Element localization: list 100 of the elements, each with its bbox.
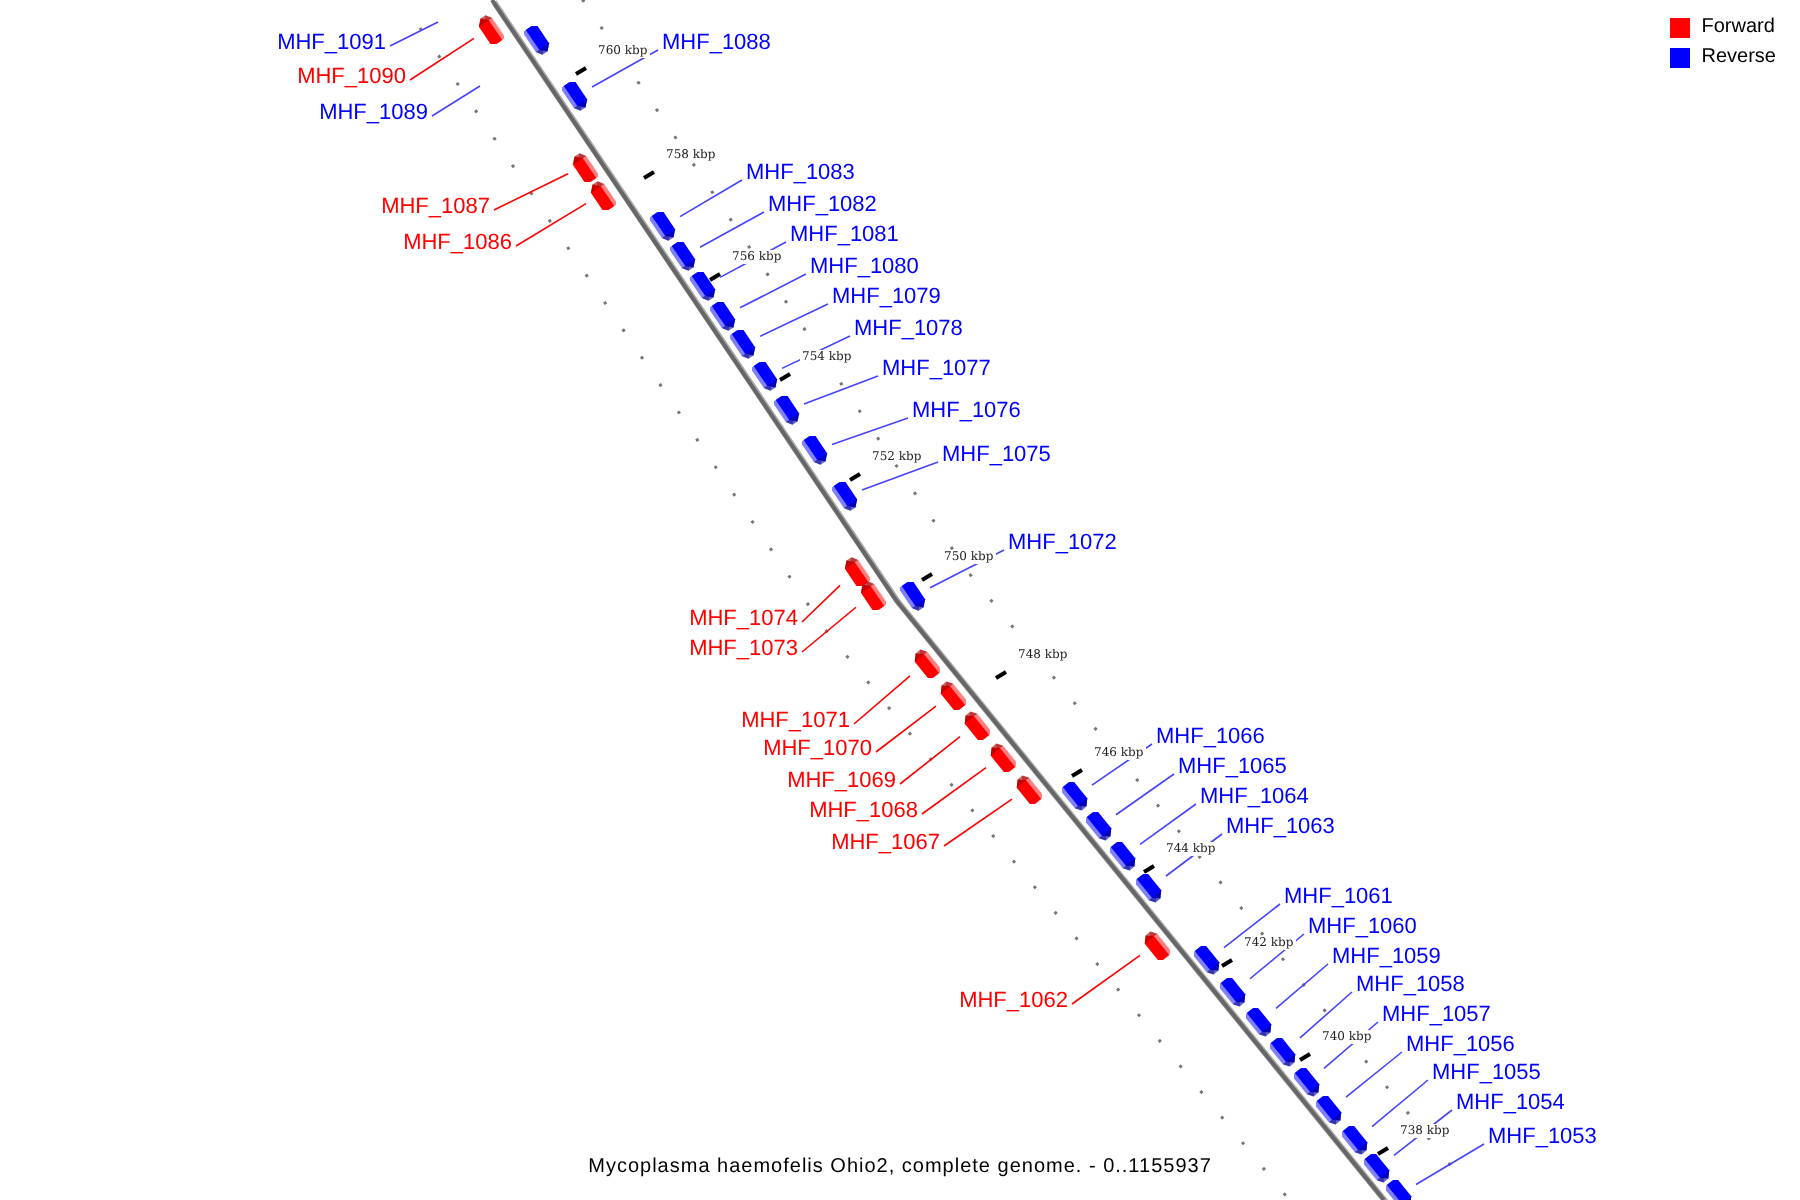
leader-line [409,37,475,81]
gene-block [476,13,504,43]
gene-block [1194,945,1222,975]
gene-label: MHF_1070 [763,737,872,763]
gene-label: MHF_1062 [959,989,1068,1015]
leader-line [853,675,911,725]
gene-block [988,741,1016,771]
leader-line [699,211,765,248]
gene-label: MHF_1074 [689,607,798,633]
gene-label: MHF_1078 [854,317,963,343]
gene-block [1086,811,1114,841]
gene-block [802,435,830,465]
leader-line [759,303,829,338]
gene-label: MHF_1088 [662,31,771,57]
gene-label: MHF_1083 [746,161,855,187]
gene-block [1014,773,1042,803]
leader-line [875,705,937,753]
gene-label: MHF_1076 [912,399,1021,425]
gene-label: MHF_1072 [1008,531,1117,557]
leader-line [1223,903,1281,949]
gene-label: MHF_1057 [1382,1003,1491,1029]
gene-block [730,329,758,359]
gene-block [1316,1095,1344,1125]
gene-label: MHF_1090 [297,65,406,91]
gene-label: MHF_1054 [1456,1091,1565,1117]
leader-line [1415,1143,1485,1186]
leader-line [1071,954,1141,1005]
gene-label: MHF_1055 [1432,1061,1541,1087]
leader-line [389,21,439,47]
gene-label: MHF_1091 [277,31,386,57]
leader-line [921,766,987,815]
gene-label: MHF_1064 [1200,785,1309,811]
gene-block [1270,1037,1298,1067]
gene-block [562,81,590,111]
gene-label: MHF_1053 [1488,1125,1597,1151]
gene-label: MHF_1060 [1308,915,1417,941]
gene-label: MHF_1075 [942,443,1051,469]
gene-block [650,211,678,241]
leader-line [1299,991,1353,1039]
gene-block [1246,1007,1274,1037]
leader-line [1371,1079,1429,1128]
gene-block [588,179,616,209]
gene-label: MHF_1061 [1284,885,1393,911]
gene-label: MHF_1068 [809,799,918,825]
gene-label: MHF_1080 [810,255,919,281]
legend-label: Forward [1701,16,1775,40]
gene-label: MHF_1082 [768,193,877,219]
gene-label: MHF_1069 [787,769,896,795]
gene-label: MHF_1058 [1356,973,1465,999]
gene-block [1142,929,1170,959]
gene-label: MHF_1071 [741,709,850,735]
gene-block [1220,977,1248,1007]
gene-block [1364,1153,1392,1183]
gene-label: MHF_1073 [689,637,798,663]
gene-label: MHF_1056 [1406,1033,1515,1059]
leader-line [861,461,939,491]
gene-block [670,241,698,271]
gene-label: MHF_1063 [1226,815,1335,841]
gene-block [912,647,940,677]
gene-block [1136,873,1164,903]
gene-block [900,581,928,611]
caption: Mycoplasma haemofelis Ohio2, complete genome. - 0..1155937 [586,1156,1214,1180]
gene-block [1342,1125,1370,1155]
gene-block [1062,781,1090,811]
leader-line [1275,963,1329,1010]
gene-block [832,481,860,511]
leader-line [943,798,1013,847]
leader-line [803,375,879,405]
leader-line [801,606,857,653]
gene-label: MHF_1067 [831,831,940,857]
gene-label: MHF_1065 [1178,755,1287,781]
gene-block [938,679,966,709]
gene-label: MHF_1077 [882,357,991,383]
leader-line [515,202,587,247]
legend-label: Reverse [1701,46,1776,70]
gene-label: MHF_1059 [1332,945,1441,971]
leader-line [1345,1051,1403,1098]
gene-label: MHF_1087 [381,195,490,221]
gene-block [1386,1179,1414,1200]
gene-label: MHF_1086 [403,231,512,257]
leader-line [1139,803,1197,846]
gene-block [524,25,552,55]
gene-block [1294,1067,1322,1097]
gene-block [570,151,598,181]
gene-block [710,301,738,331]
gene-block [962,709,990,739]
leader-line [431,85,481,117]
gene-block [858,579,886,609]
leader-line [801,584,841,623]
leader-line [493,173,569,211]
gene-label: MHF_1089 [319,101,428,127]
leader-line [1115,773,1175,816]
leader-line [899,735,961,785]
gene-block [752,361,780,391]
leader-line [831,417,909,446]
gene-block [1110,841,1138,871]
leader-line [591,49,659,88]
gene-block [842,555,870,585]
gene-block [774,395,802,425]
leader-line [679,179,743,218]
